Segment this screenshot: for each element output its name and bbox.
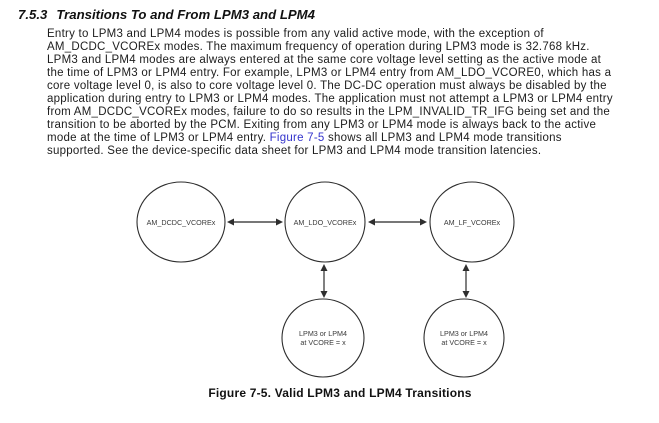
figure-caption: Figure 7-5. Valid LPM3 and LPM4 Transiti…: [208, 386, 472, 400]
state-label: AM_LDO_VCOREx: [294, 218, 357, 227]
state-circle: [423, 298, 505, 378]
edge-am-lf-lpm34: [462, 264, 470, 298]
arrowhead: [420, 218, 427, 226]
arrowhead: [276, 218, 283, 226]
state-label-line2: at VCORE = x: [441, 338, 487, 347]
body-paragraph: Entry to LPM3 and LPM4 modes is possible…: [47, 28, 616, 158]
arrowhead: [368, 218, 375, 226]
state-circle: [284, 181, 366, 263]
state-label: AM_LF_VCOREx: [444, 218, 501, 227]
transition-diagram: AM_DCDC_VCOREx AM_LDO_VCOREx AM_LF_VCORE…: [136, 181, 515, 378]
state-node-am-dcdc-vcorex: AM_DCDC_VCOREx: [136, 181, 226, 263]
state-node-am-lf-vcorex: AM_LF_VCOREx: [429, 181, 515, 263]
state-node-lpm34-under-ldo: LPM3 or LPM4 at VCORE = x: [281, 298, 365, 378]
paragraph-text-before-link: Entry to LPM3 and LPM4 modes is possible…: [47, 28, 613, 144]
state-node-am-ldo-vcorex: AM_LDO_VCOREx: [284, 181, 366, 263]
arrowhead: [320, 264, 328, 271]
edge-am-ldo-lpm34: [320, 264, 328, 298]
state-circle: [429, 181, 515, 263]
state-circle: [281, 298, 365, 378]
arrowhead: [462, 291, 470, 298]
arrowhead: [320, 291, 328, 298]
state-label-line1: LPM3 or LPM4: [440, 329, 488, 338]
edge-am-ldo-am-lf: [368, 218, 427, 226]
figure-7-5-link[interactable]: Figure 7-5: [269, 132, 325, 144]
edge-am-dcdc-am-ldo: [227, 218, 283, 226]
arrowhead: [227, 218, 234, 226]
state-label-line1: LPM3 or LPM4: [299, 329, 347, 338]
section-title: Transitions To and From LPM3 and LPM4: [56, 7, 315, 22]
state-node-lpm34-under-lf: LPM3 or LPM4 at VCORE = x: [423, 298, 505, 378]
state-circle: [136, 181, 226, 263]
state-label: AM_DCDC_VCOREx: [147, 218, 216, 227]
state-label-line2: at VCORE = x: [300, 338, 346, 347]
paragraph-text-after-link: shows all LPM3 and LPM4 mode transitions…: [47, 132, 562, 157]
arrowhead: [462, 264, 470, 271]
section-heading: 7.5.3 Transitions To and From LPM3 and LP…: [18, 7, 315, 22]
section-number: 7.5.3: [18, 7, 48, 22]
